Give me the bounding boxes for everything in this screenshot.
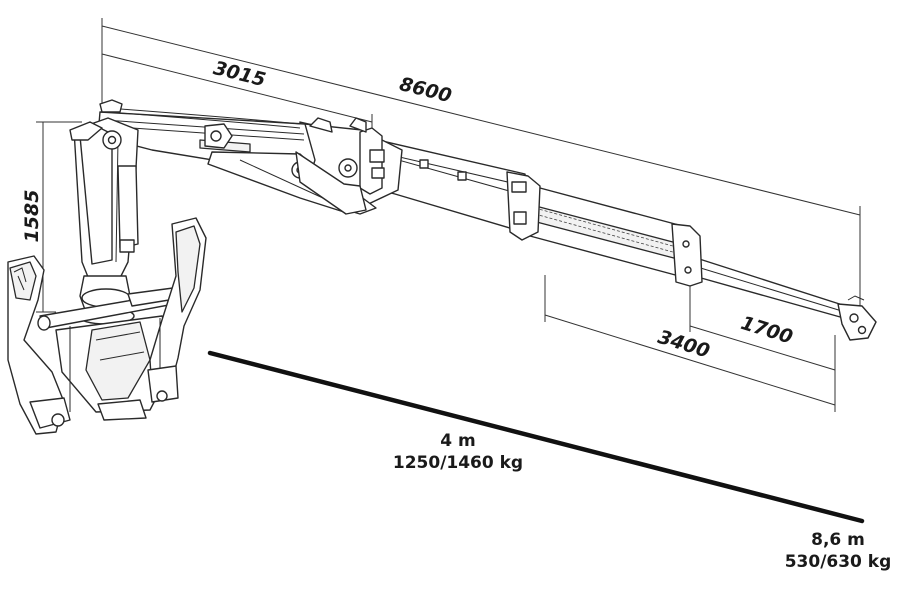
reach-near-load: 1250/1460 kg [393, 453, 523, 473]
crane-drawing [7, 99, 877, 435]
dimension-1585: 1585 [21, 190, 43, 243]
reach-far-distance: 8,6 m [811, 530, 865, 550]
dimension-3015: 3015 [211, 57, 268, 91]
reach-far-load: 530/630 kg [785, 552, 892, 572]
dimension-3400: 3400 [655, 326, 712, 363]
reach-line [207, 350, 865, 524]
dimension-lines [36, 18, 861, 412]
reach-near-distance: 4 m [440, 431, 475, 451]
